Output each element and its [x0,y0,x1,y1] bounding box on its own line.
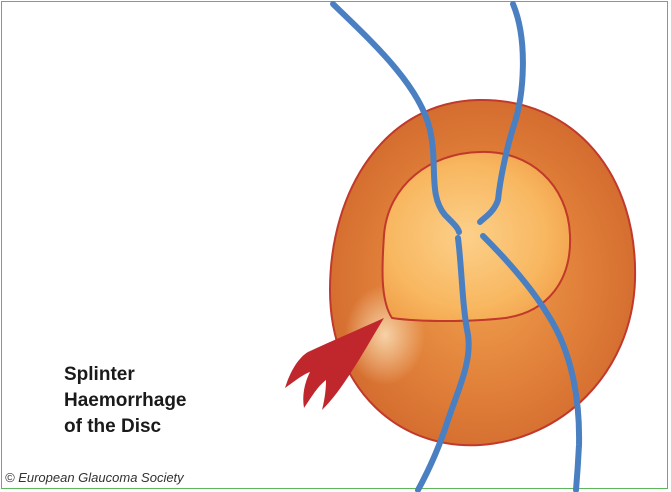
diagram-caption: Splinter Haemorrhage of the Disc [64,362,187,440]
copyright-notice: © European Glaucoma Society [5,470,184,485]
caption-line-3: of the Disc [64,414,187,440]
caption-line-2: Haemorrhage [64,388,187,414]
caption-line-1: Splinter [64,362,187,388]
